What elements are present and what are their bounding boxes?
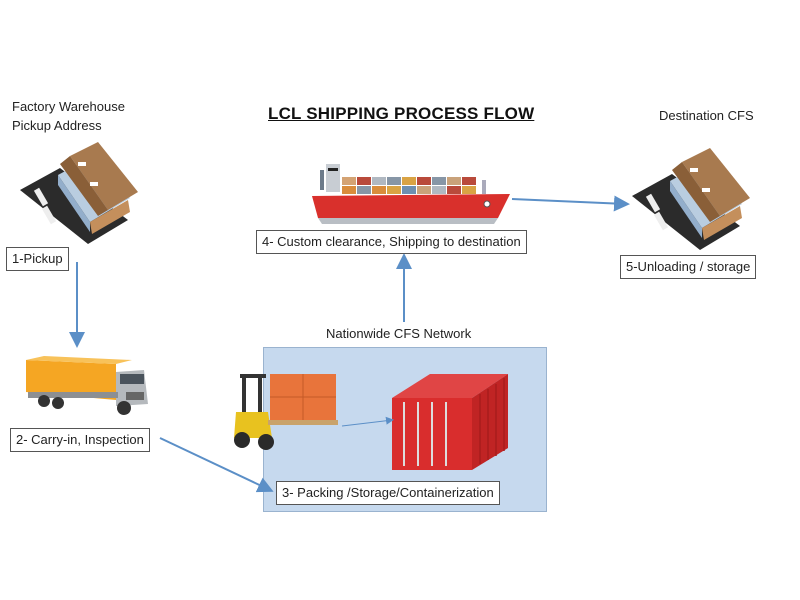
step-1-pickup: 1-Pickup bbox=[6, 247, 69, 271]
step-3-packing: 3- Packing /Storage/Containerization bbox=[276, 481, 500, 505]
forklift-icon bbox=[234, 374, 338, 450]
origin-caption: Factory Warehouse Pickup Address bbox=[12, 97, 125, 135]
shipping-container-icon bbox=[392, 374, 508, 470]
step-5-unloading: 5-Unloading / storage bbox=[620, 255, 757, 279]
step-4-customs-shipping: 4- Custom clearance, Shipping to destina… bbox=[256, 230, 527, 254]
container-ship-icon bbox=[312, 164, 510, 224]
step-2-carry-in: 2- Carry-in, Inspection bbox=[10, 428, 150, 452]
factory-warehouse-icon bbox=[20, 142, 138, 244]
origin-caption-line-1: Factory Warehouse bbox=[12, 99, 125, 114]
origin-caption-line-2: Pickup Address bbox=[12, 118, 102, 133]
diagram-title: LCL SHIPPING PROCESS FLOW bbox=[268, 104, 535, 123]
cfs-network-caption: Nationwide CFS Network bbox=[326, 326, 472, 341]
destination-caption: Destination CFS bbox=[659, 108, 754, 123]
destination-warehouse-icon bbox=[632, 148, 750, 250]
arrow-shipping-to-destination bbox=[511, 195, 630, 212]
delivery-truck-icon bbox=[26, 356, 148, 415]
